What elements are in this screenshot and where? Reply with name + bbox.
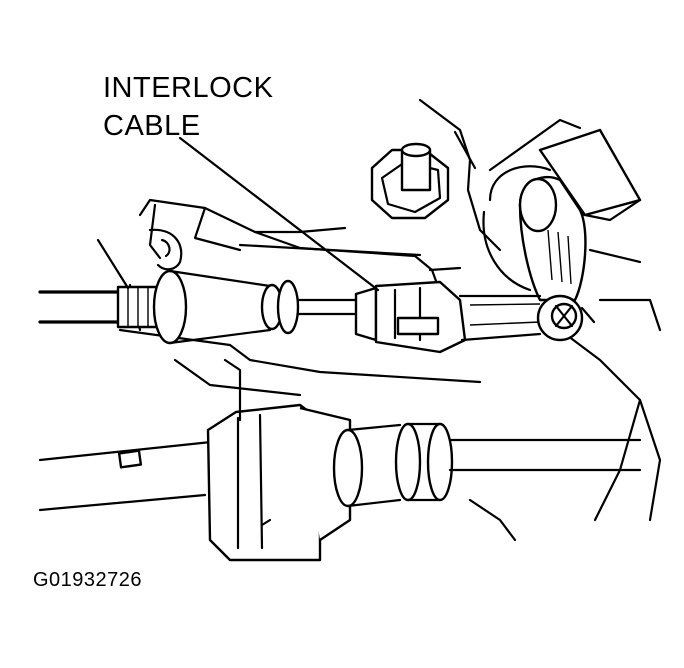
shift-cable: [38, 358, 642, 562]
interlock-cable: [38, 269, 596, 354]
callout-label-line1: INTERLOCK: [103, 72, 274, 104]
mounting-stud: [370, 142, 450, 220]
callout-label-line2: CABLE: [103, 110, 201, 142]
shift-lever: [482, 128, 642, 302]
figure-id: G01932726: [33, 569, 143, 591]
cable-clip: [96, 228, 183, 290]
callout-leader-line: [178, 136, 380, 292]
